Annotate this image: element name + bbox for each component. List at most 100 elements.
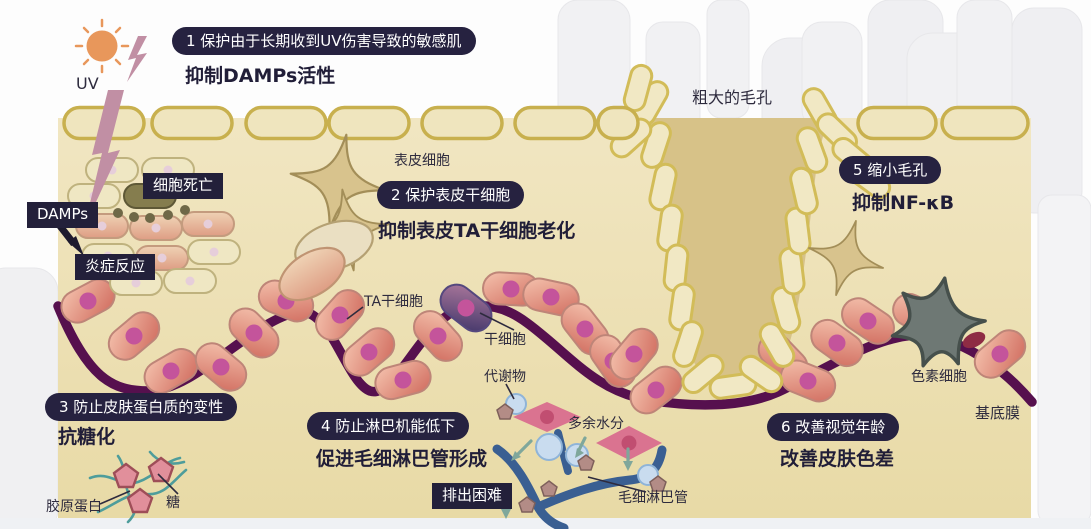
stem-cell-label: 干细胞 — [484, 332, 526, 348]
cell-nucleus — [151, 223, 161, 233]
lymph-figure — [492, 393, 667, 529]
cell-death-tag: 细胞死亡 — [143, 173, 224, 199]
cell-nucleus — [502, 280, 520, 298]
lightning-icons — [84, 36, 147, 228]
basal-cells — [60, 271, 1027, 415]
epidermal-star-cells — [278, 133, 884, 302]
corneocyte-capsule — [420, 105, 504, 141]
cell-nucleus — [647, 381, 665, 399]
cell-nucleus — [859, 312, 877, 330]
droplet-icon — [535, 433, 563, 461]
damps-particle — [145, 213, 155, 223]
uv-label: UV — [76, 74, 99, 93]
pentagon-icon — [147, 456, 175, 483]
cell-nucleus — [394, 371, 412, 389]
pointer-lines — [99, 306, 647, 505]
corneocyte-capsule — [596, 105, 640, 141]
melanin-blob — [962, 331, 986, 349]
point-1-effect: 抑制DAMPs活性 — [185, 65, 336, 87]
pentagon-icon — [126, 487, 154, 514]
star-cell-icon — [808, 220, 884, 296]
cell-nucleus — [331, 306, 349, 324]
pore-wall-capsule — [795, 126, 829, 174]
corneocyte-capsule — [150, 105, 234, 141]
lymph-capillary-label: 毛细淋巴管 — [618, 490, 688, 506]
ta-stem-cell-label: TA干细胞 — [364, 294, 424, 310]
cell-nucleus — [203, 219, 213, 229]
damps-particle — [129, 212, 139, 222]
corneocyte-capsule — [513, 105, 597, 141]
basement-membrane-label: 基底膜 — [975, 404, 1021, 422]
point-4-badge: 4 防止淋巴机能低下 — [307, 412, 470, 441]
cell-nucleus — [125, 327, 143, 345]
corneocyte-capsule — [327, 105, 411, 141]
corneocyte-capsule — [244, 105, 328, 141]
collagen-label: 胶原蛋白 — [46, 499, 102, 515]
cell-nucleus — [79, 292, 97, 310]
pentagon-icon — [540, 480, 558, 497]
sugar-label: 糖 — [166, 495, 180, 511]
point-5-effect: 抑制NF-κB — [852, 192, 955, 214]
pore-wall-capsule — [770, 285, 802, 335]
pentagon-icon — [649, 475, 667, 492]
melanocyte-icon — [890, 276, 987, 368]
damps-particle — [180, 205, 190, 215]
pore-wall-capsule — [738, 354, 784, 394]
pore-wall-capsule — [784, 206, 812, 256]
cell-nucleus — [163, 165, 173, 175]
cell-nucleus — [162, 362, 180, 380]
cell-nucleus — [131, 278, 141, 288]
cell-nucleus — [991, 345, 1009, 363]
pore-wall-capsule — [681, 353, 725, 395]
flow-arrows — [501, 436, 633, 519]
pentagon-icon — [518, 496, 536, 513]
damps-tag: DAMPs — [27, 202, 99, 228]
inflammation-tag: 炎症反应 — [75, 254, 156, 280]
pore-wall-capsule — [672, 320, 704, 368]
cell-nucleus — [799, 372, 817, 390]
sun-icon — [74, 18, 130, 74]
pigment-cell-figure — [890, 276, 987, 368]
point-6-badge: 6 改善视觉年龄 — [767, 413, 900, 442]
pore-label: 粗大的毛孔 — [692, 88, 773, 107]
metabolite-pentagons — [496, 403, 667, 513]
damps-arrow-icon — [57, 223, 84, 256]
cell-nucleus — [457, 299, 475, 317]
epidermal-cell-label: 表皮细胞 — [394, 153, 450, 169]
corneocyte-capsule — [940, 105, 1030, 141]
cell-nucleus — [97, 221, 107, 231]
lightning-icon — [127, 36, 147, 82]
pigment-cell-label: 色素细胞 — [911, 369, 967, 385]
water-diamonds — [513, 402, 662, 460]
pore-wall-capsule — [668, 282, 696, 332]
damps-particle — [113, 208, 123, 218]
epidermal-oval-cell — [278, 246, 346, 302]
bottom-strip — [0, 518, 1091, 529]
cell-nucleus — [429, 327, 447, 345]
cell-nucleus — [576, 320, 594, 338]
damps-particle — [163, 210, 173, 220]
cell-nucleus — [828, 334, 846, 352]
cell-nucleus — [542, 288, 560, 306]
stratum-corneum-row — [62, 105, 1030, 141]
excess-water-label: 多余水分 — [568, 416, 624, 432]
cell-nucleus — [209, 247, 219, 257]
cell-nucleus — [157, 253, 167, 263]
point-6-effect: 改善皮肤色差 — [780, 448, 895, 470]
cell-nucleus — [245, 324, 263, 342]
pentagon-icon — [496, 403, 514, 420]
corneocyte-capsule — [856, 105, 938, 141]
cell-nucleus — [625, 345, 643, 363]
point-4-effect: 促进毛细淋巴管形成 — [316, 448, 488, 470]
pore-wall-capsule — [758, 322, 796, 368]
point-3-badge: 3 防止皮肤蛋白质的变性 — [45, 393, 238, 422]
pentagon-icon — [577, 454, 595, 471]
point-1-badge: 1 保护由于长期收到UV伤害导致的敏感肌 — [172, 27, 476, 56]
lightning-icon — [84, 90, 124, 228]
metabolite-label: 代谢物 — [484, 369, 526, 385]
cell-nucleus — [212, 358, 230, 376]
drainage-difficulty-tag: 排出困难 — [432, 483, 513, 509]
pentagon-icon — [112, 462, 140, 489]
point-2-effect: 抑制表皮TA干细胞老化 — [378, 220, 576, 242]
